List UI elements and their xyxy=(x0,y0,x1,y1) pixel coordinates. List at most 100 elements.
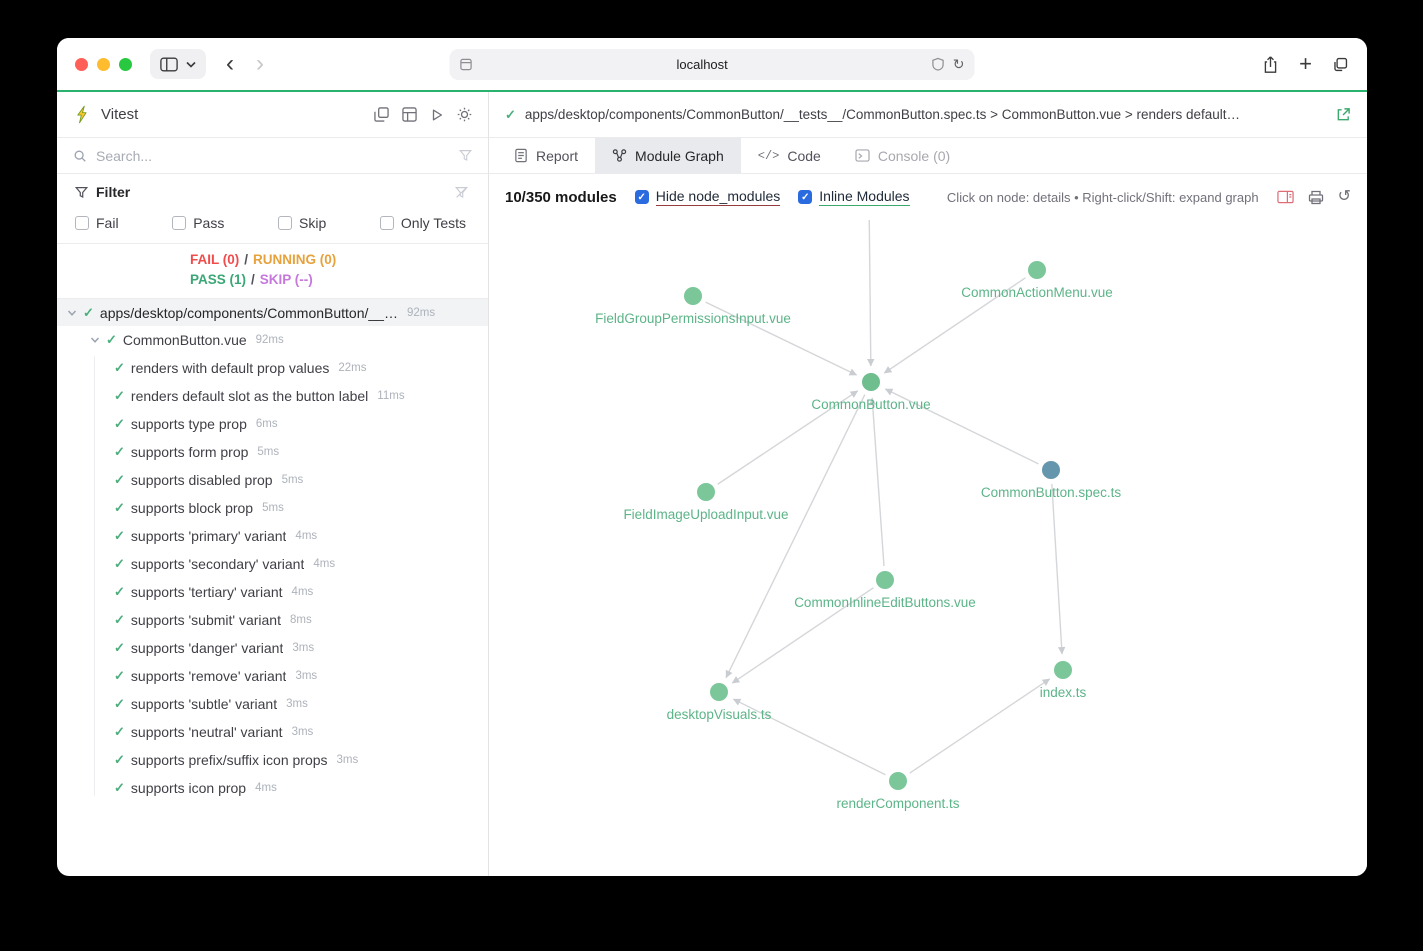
inline-modules-label: Inline Modules xyxy=(819,188,910,206)
graph-node[interactable] xyxy=(710,683,728,701)
test-row[interactable]: ✓renders default slot as the button labe… xyxy=(57,382,488,410)
pass-check-icon: ✓ xyxy=(114,696,125,711)
open-external-icon[interactable] xyxy=(1336,107,1351,122)
export-graph-icon[interactable] xyxy=(1308,190,1324,205)
tab-code[interactable]: </> Code xyxy=(741,138,838,173)
pass-check-icon: ✓ xyxy=(505,106,516,122)
test-suite-row[interactable]: ✓ CommonButton.vue 92ms xyxy=(57,326,488,354)
reload-icon[interactable]: ↻ xyxy=(952,55,965,72)
filter-label: Only Tests xyxy=(400,215,466,231)
hide-node-modules-checkbox[interactable]: ✓ Hide node_modules xyxy=(634,188,781,206)
theme-toggle-icon[interactable] xyxy=(457,107,472,122)
dashboard-icon[interactable] xyxy=(374,107,389,122)
chevron-down-icon[interactable] xyxy=(67,309,77,317)
code-icon: </> xyxy=(757,148,780,163)
share-icon[interactable] xyxy=(1262,55,1279,74)
tab-overview-icon[interactable] xyxy=(1332,56,1349,73)
test-name: supports 'subtle' variant xyxy=(130,696,278,712)
module-graph: FieldGroupPermissionsInput.vueCommonActi… xyxy=(595,220,1121,811)
sidebar-actions xyxy=(374,107,472,122)
graph-edge xyxy=(1051,483,1066,655)
graph-node-label: FieldImageUploadInput.vue xyxy=(623,507,788,522)
graph-edge xyxy=(884,388,1039,465)
forward-button[interactable]: › xyxy=(256,50,264,77)
graph-edge xyxy=(731,587,874,684)
tab-module-graph[interactable]: Module Graph xyxy=(595,138,741,173)
graph-node[interactable] xyxy=(697,483,715,501)
search-input[interactable] xyxy=(96,147,450,164)
pass-check-icon: ✓ xyxy=(114,612,125,627)
inline-modules-checkbox[interactable]: ✓ Inline Modules xyxy=(798,188,910,206)
test-duration: 6ms xyxy=(255,418,278,430)
minimize-button[interactable] xyxy=(97,57,110,71)
tab-label: Console (0) xyxy=(877,147,951,164)
back-button[interactable]: ‹ xyxy=(226,50,234,77)
maximize-button[interactable] xyxy=(119,57,132,71)
sidebar-toggle-button[interactable] xyxy=(150,49,206,79)
running-count: RUNNING (0) xyxy=(253,252,337,267)
chevron-down-icon[interactable] xyxy=(90,336,100,344)
tab-label: Report xyxy=(536,147,579,164)
tab-report[interactable]: Report xyxy=(497,138,595,173)
filter-checkbox-skip[interactable]: Skip xyxy=(278,215,326,231)
app-title: Vitest xyxy=(101,106,139,123)
graph-node[interactable] xyxy=(876,571,894,589)
test-name: renders with default prop values xyxy=(130,360,330,376)
run-all-icon[interactable] xyxy=(430,108,444,122)
test-name: supports 'primary' variant xyxy=(130,528,287,544)
graph-hint: Click on node: details • Right-click/Shi… xyxy=(946,189,1259,205)
filter-checkbox-fail[interactable]: Fail xyxy=(75,215,119,231)
reset-graph-icon[interactable]: ↺ xyxy=(1337,188,1351,205)
new-tab-icon[interactable]: + xyxy=(1299,51,1312,76)
graph-node[interactable] xyxy=(1042,461,1060,479)
test-duration: 4ms xyxy=(255,782,277,794)
graph-node-label: desktopVisuals.ts xyxy=(667,707,772,722)
close-button[interactable] xyxy=(75,57,88,71)
test-name: supports 'danger' variant xyxy=(130,640,284,656)
privacy-shield-icon[interactable] xyxy=(932,57,945,71)
modules-grid-icon[interactable] xyxy=(402,107,417,122)
graph-node[interactable] xyxy=(1028,261,1046,279)
address-bar[interactable]: localhost ↻ xyxy=(449,48,975,80)
node-legend-icon[interactable] xyxy=(1276,190,1294,204)
filter-checkbox-only-tests[interactable]: Only Tests xyxy=(379,215,466,231)
browser-toolbar: ‹ › localhost ↻ + xyxy=(57,38,1367,90)
test-duration: 3ms xyxy=(292,642,315,654)
pass-check-icon: ✓ xyxy=(106,332,117,347)
search-icon xyxy=(74,150,86,162)
tab-console[interactable]: Console (0) xyxy=(838,138,967,173)
test-name: supports 'tertiary' variant xyxy=(130,584,283,600)
filter-disabled-icon[interactable] xyxy=(455,186,468,199)
graph-node[interactable] xyxy=(889,772,907,790)
sidebar-icon xyxy=(160,57,178,71)
pass-check-icon: ✓ xyxy=(114,556,125,571)
graph-node[interactable] xyxy=(862,373,880,391)
test-file-row[interactable]: ✓ apps/desktop/components/CommonButton/_… xyxy=(57,299,488,326)
graph-node[interactable] xyxy=(1054,661,1072,679)
graph-node[interactable] xyxy=(684,287,702,305)
graph-edge xyxy=(717,390,859,485)
graph-edge xyxy=(732,698,886,776)
clear-filter-icon[interactable] xyxy=(459,149,472,162)
filter-section: Filter Fail Pass xyxy=(57,174,488,243)
pass-check-icon: ✓ xyxy=(114,528,125,543)
test-duration: 3ms xyxy=(336,754,359,766)
graph-edge xyxy=(705,301,858,376)
filter-checkbox-pass[interactable]: Pass xyxy=(172,215,224,231)
